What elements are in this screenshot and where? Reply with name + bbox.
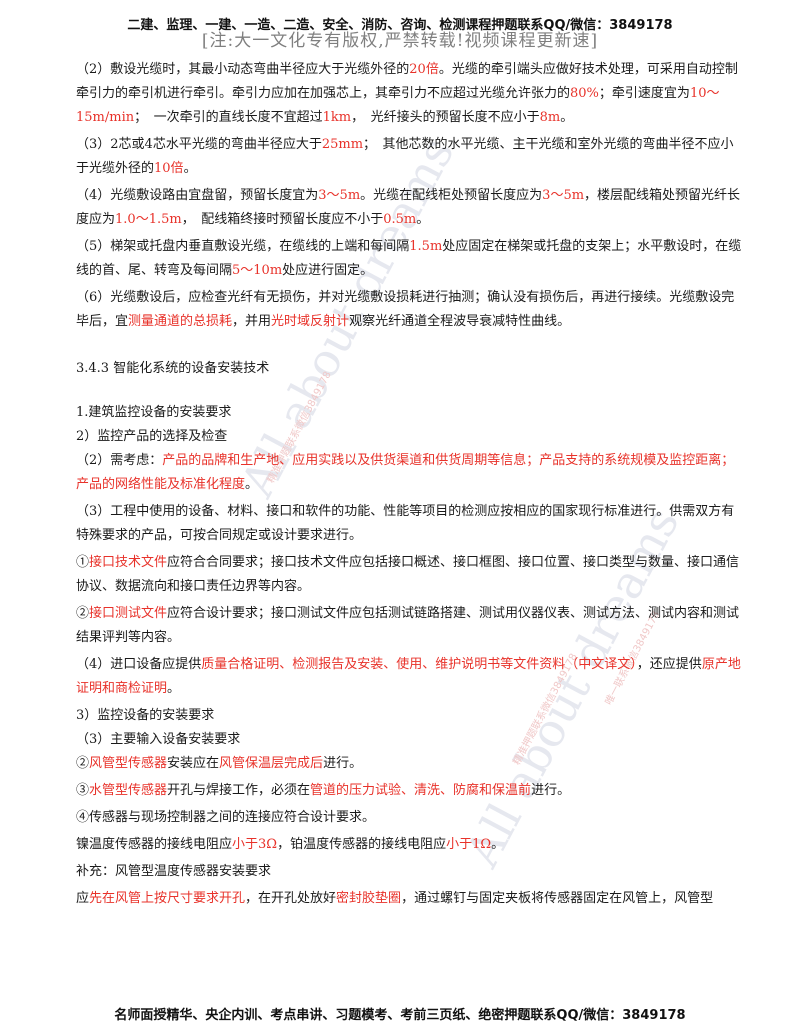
highlighted-text: 10～15m/min <box>76 86 720 125</box>
paragraph: （3）2芯或4芯水平光缆的弯曲半径应大于25mm； 其他芯数的水平光缆、主干光缆… <box>76 133 744 181</box>
highlighted-text: 1km <box>322 110 352 125</box>
paragraph: （4）光缆敷设路由宜盘留，预留长度宜为3～5m。光缆在配线柜处预留长度应为3～5… <box>76 184 744 232</box>
text-run: ，通过螺钉与固定夹板将传感器固定在风管上，风管型 <box>401 891 714 906</box>
highlighted-text: 20倍 <box>409 62 439 77</box>
text-run: 应符合设计要求；接口测试文件应包括测试链路搭建、测试用仪器仪表、测试方法、测试内… <box>76 606 740 645</box>
text-run: 。 <box>491 837 505 852</box>
text-run: （2）敷设光缆时，其最小动态弯曲半径应大于光缆外径的 <box>76 62 410 77</box>
highlighted-text: 质量合格证明、检测报告及安装、使用、维护说明书等文件资料（中文译文） <box>201 657 637 672</box>
text-run: ， 光纤接头的预留长度不应小于 <box>351 110 540 125</box>
paragraph: ④传感器与现场控制器之间的连接应符合设计要求。 <box>76 806 744 830</box>
text-run: （5）梯架或托盘内垂直敷设光缆，在缆线的上端和每间隔 <box>76 239 410 254</box>
section-heading: 3.4.3 智能化系统的设备安装技术 <box>76 361 270 376</box>
text-run: 进行。 <box>323 756 363 771</box>
text-run: （3）2芯或4芯水平光缆的弯曲半径应大于 <box>76 137 322 152</box>
highlighted-text: 风管保温层完成后 <box>219 756 324 771</box>
paragraph: 镍温度传感器的接线电阻应小于3Ω，铂温度传感器的接线电阻应小于1Ω。 <box>76 833 744 857</box>
highlighted-text: 80% <box>570 86 599 101</box>
text-run: （4）进口设备应提供 <box>76 657 202 672</box>
highlighted-text: 测量通道的总损耗 <box>128 314 233 329</box>
text-run: ，在开孔处放好 <box>245 891 337 906</box>
text-run: 应符合合同要求；接口技术文件应包括接口概述、接口框图、接口位置、接口类型与数量、… <box>76 555 740 594</box>
text-run: 开孔与焊接工作，必须在 <box>167 783 311 798</box>
paragraph: ③水管型传感器开孔与焊接工作，必须在管道的压力试验、清洗、防腐和保温前进行。 <box>76 779 744 803</box>
paragraph: ①接口技术文件应符合合同要求；接口技术文件应包括接口概述、接口框图、接口位置、接… <box>76 551 744 599</box>
text-run: 安装应在 <box>167 756 220 771</box>
text-run: （6）光缆敷设后，应检查光纤有无损伤，并对光缆敷设损耗进行抽测；确认没有损伤后，… <box>76 290 735 329</box>
text-run: ，楼层配线箱处预留光纤长度应为 <box>76 188 741 227</box>
highlighted-text: 接口技术文件 <box>89 555 168 570</box>
text-run: ； 一次牵引的直线长度不宜超过 <box>134 110 323 125</box>
text-run: ；牵引速度宜为 <box>598 86 690 101</box>
text-run: ，还应提供 <box>636 657 702 672</box>
highlighted-text: 管道的压力试验、清洗、防腐和保温前 <box>310 783 532 798</box>
paragraph: （2）敷设光缆时，其最小动态弯曲半径应大于光缆外径的20倍。光缆的牵引端头应做好… <box>76 58 744 130</box>
paragraph: 应先在风管上按尺寸要求开孔，在开孔处放好密封胶垫圈，通过螺钉与固定夹板将传感器固… <box>76 887 744 911</box>
document-body: （2）敷设光缆时，其最小动态弯曲半径应大于光缆外径的20倍。光缆的牵引端头应做好… <box>76 58 744 914</box>
paragraph: 补充：风管型温度传感器安装要求 <box>76 860 744 884</box>
subsection-heading: （3）主要输入设备安装要求 <box>76 732 241 747</box>
highlighted-text: 先在风管上按尺寸要求开孔 <box>89 891 246 906</box>
text-run: 。光缆的牵引端头应做好技术处理，可采用自动控制牵引力的牵引机进行牵引。牵引力应加… <box>76 62 738 101</box>
text-run: 处应进行固定。 <box>282 263 374 278</box>
highlighted-text: 8m <box>539 110 561 125</box>
text-run: ，铂温度传感器的接线电阻应 <box>277 837 447 852</box>
highlighted-text: 水管型传感器 <box>89 783 168 798</box>
page-footer: 名师面授精华、央企内训、考点串讲、习题模考、考前三页纸、绝密押题联系QQ/微信：… <box>114 1008 686 1023</box>
highlighted-text: 原产地证明和商检证明 <box>76 657 741 696</box>
highlighted-text: 10倍 <box>154 161 184 176</box>
text-run: ② <box>76 606 90 621</box>
highlighted-text: 风管型传感器 <box>89 756 168 771</box>
text-run: 。 <box>416 212 430 227</box>
highlighted-text: 1.0～1.5m <box>115 212 182 227</box>
subsection-heading: 2）监控产品的选择及检查 <box>76 429 228 444</box>
paragraph: （3）工程中使用的设备、材料、接口和软件的功能、性能等项目的检测应按相应的国家现… <box>76 500 744 548</box>
paragraph: （6）光缆敷设后，应检查光纤有无损伤，并对光缆敷设损耗进行抽测；确认没有损伤后，… <box>76 286 744 334</box>
text-run: （3）工程中使用的设备、材料、接口和软件的功能、性能等项目的检测应按相应的国家现… <box>76 504 735 543</box>
paragraph: ②风管型传感器安装应在风管保温层完成后进行。 <box>76 752 744 776</box>
text-run: 应 <box>76 891 90 906</box>
text-run: ③ <box>76 783 90 798</box>
highlighted-text: 小于1Ω <box>446 837 492 852</box>
text-run: 处应固定在梯架或托盘的支架上；水平敷设时，在缆线的首、尾、转弯及每间隔 <box>76 239 742 278</box>
text-run: ④传感器与现场控制器之间的连接应符合设计要求。 <box>76 810 376 825</box>
text-run: 补充：风管型温度传感器安装要求 <box>76 864 272 879</box>
text-run: 。光缆在配线柜处预留长度应为 <box>360 188 543 203</box>
text-run: 观察光纤通道全程波导衰减特性曲线。 <box>349 314 571 329</box>
highlighted-text: 光时域反射计 <box>271 314 350 329</box>
text-run: ① <box>76 555 90 570</box>
highlighted-text: 3～5m <box>542 188 585 203</box>
text-run: 。 <box>183 161 197 176</box>
text-run: 。 <box>560 110 574 125</box>
page-header: 二建、监理、一建、一造、二造、安全、消防、咨询、检测课程押题联系QQ/微信：38… <box>127 18 673 33</box>
highlighted-text: 25mm <box>321 137 364 152</box>
header-overlay: [注:大一文化专有版权,严禁转载!视频课程更新速] <box>201 31 599 51</box>
text-run: 。 <box>167 681 181 696</box>
text-run: ，并用 <box>232 314 272 329</box>
highlighted-text: 3～5m <box>318 188 361 203</box>
highlighted-text: 0.5m <box>383 212 417 227</box>
paragraph: （2）需考虑：产品的品牌和生产地、应用实践以及供货渠道和供货周期等信息；产品支持… <box>76 449 744 497</box>
text-run: 。 <box>245 477 259 492</box>
text-run: ② <box>76 756 90 771</box>
highlighted-text: 接口测试文件 <box>89 606 168 621</box>
text-run: ， 配线箱终接时预留长度应不小于 <box>181 212 384 227</box>
text-run: ； 其他芯数的水平光缆、主干光缆和室外光缆的弯曲半径不应小于光缆外径的 <box>76 137 734 176</box>
highlighted-text: 产品的品牌和生产地、应用实践以及供货渠道和供货周期等信息；产品支持的系统规模及监… <box>76 453 735 492</box>
paragraph: （4）进口设备应提供质量合格证明、检测报告及安装、使用、维护说明书等文件资料（中… <box>76 653 744 701</box>
text-run: 镍温度传感器的接线电阻应 <box>76 837 233 852</box>
text-run: （4）光缆敷设路由宜盘留，预留长度宜为 <box>76 188 319 203</box>
subsection-heading: 3）监控设备的安装要求 <box>76 708 215 723</box>
paragraph: （5）梯架或托盘内垂直敷设光缆，在缆线的上端和每间隔1.5m处应固定在梯架或托盘… <box>76 235 744 283</box>
text-run: （2）需考虑： <box>76 453 163 468</box>
paragraph: ②接口测试文件应符合设计要求；接口测试文件应包括测试链路搭建、测试用仪器仪表、测… <box>76 602 744 650</box>
subsection-heading: 1.建筑监控设备的安装要求 <box>76 405 232 420</box>
highlighted-text: 1.5m <box>409 239 443 254</box>
text-run: 进行。 <box>531 783 571 798</box>
highlighted-text: 密封胶垫圈 <box>336 891 402 906</box>
highlighted-text: 小于3Ω <box>232 837 278 852</box>
highlighted-text: 5～10m <box>232 263 283 278</box>
